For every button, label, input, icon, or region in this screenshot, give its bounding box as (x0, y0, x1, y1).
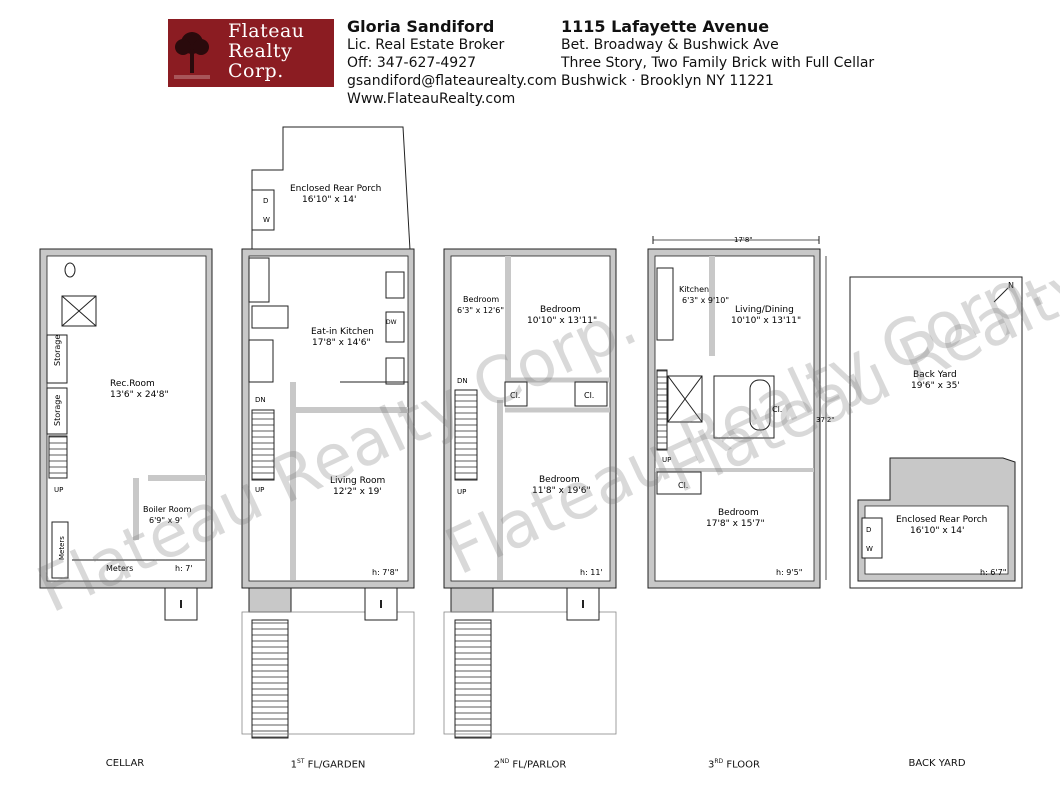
property-info: 1115 Lafayette Avenue Bet. Broadway & Bu… (561, 18, 874, 90)
first-dryer-label: D (263, 197, 268, 205)
second-down-label: DN (457, 377, 468, 385)
third-kitchen-dims: 6'3" x 9'10" (682, 296, 729, 305)
property-area: Bushwick · Brooklyn NY 11221 (561, 73, 774, 89)
cellar-meters-h-label: Meters (106, 564, 133, 573)
broker-contact: Gloria Sandiford Lic. Real Estate Broker… (347, 18, 557, 108)
third-up-label: UP (662, 456, 671, 464)
third-closet-1-label: Cl. (772, 405, 782, 414)
second-bedroom-3-dims: 11'8" x 19'6" (532, 486, 591, 496)
second-floor-label: 2ND FL/PARLOR (493, 758, 567, 771)
broker-website[interactable]: Www.FlateauRealty.com (347, 91, 516, 107)
north-label: N (1008, 281, 1014, 290)
first-washer-label: W (263, 216, 270, 224)
property-address: 1115 Lafayette Avenue (561, 17, 770, 36)
yard-washer-label: W (866, 545, 873, 553)
third-height-label: h: 9'5" (776, 568, 802, 577)
second-bedroom-1-name: Bedroom (463, 295, 499, 304)
broker-phone: Off: 347-627-4927 (347, 55, 477, 71)
cellar-storage-1-label: Storage (53, 335, 62, 366)
third-bedroom-name: Bedroom (718, 508, 759, 518)
tree-logo-icon (174, 32, 210, 79)
cellar-plan: Storage Storage Rec.Room 13'6" x 24'8" B… (39, 248, 213, 621)
third-floor-label: 3RD FLOOR (707, 758, 760, 771)
property-cross-streets: Bet. Broadway & Bushwick Ave (561, 37, 779, 53)
cellar-up-label: UP (54, 486, 63, 494)
property-description: Three Story, Two Family Brick with Full … (561, 55, 875, 71)
broker-title: Lic. Real Estate Broker (347, 37, 505, 53)
third-depth-dimension: 37'2" (816, 416, 835, 424)
broker-email[interactable]: gsandiford@flateaurealty.com (347, 73, 557, 89)
third-kitchen-name: Kitchen (679, 285, 709, 294)
cellar-room-name: Rec.Room (110, 379, 155, 389)
second-closet-1-label: Cl. (510, 391, 520, 400)
second-bedroom-2-name: Bedroom (540, 305, 581, 315)
third-floor-plan: 17'8" 37'2" Kitchen 6'3" x 9'10" Living/… (647, 236, 835, 589)
brand-name: Flateau Realty Corp. (228, 20, 305, 82)
cellar-label: CELLAR (105, 758, 145, 769)
third-closet-2-label: Cl. (678, 481, 688, 490)
first-down-label: DN (255, 396, 266, 404)
third-width-dimension: 17'8" (734, 236, 753, 244)
yard-dryer-label: D (866, 526, 871, 534)
first-height-label: h: 7'8" (372, 568, 398, 577)
third-living-dims: 10'10" x 13'11" (731, 316, 801, 326)
first-porch-name: Enclosed Rear Porch (290, 184, 381, 194)
third-bedroom-dims: 17'8" x 15'7" (706, 519, 765, 529)
first-floor-label: 1ST FL/GARDEN (290, 758, 366, 771)
company-logo: Flateau Realty Corp. (168, 19, 334, 87)
second-bedroom-3-name: Bedroom (539, 475, 580, 485)
first-living-name: Living Room (330, 476, 385, 486)
broker-name: Gloria Sandiford (347, 17, 495, 36)
boiler-room-dims: 6'9" x 9' (149, 516, 182, 525)
back-yard-plan: D W N Back Yard 19'6" x 35' Enclosed Rea… (849, 276, 1023, 589)
first-porch-dims: 16'10" x 14' (302, 195, 357, 205)
yard-porch-name: Enclosed Rear Porch (896, 515, 987, 525)
back-yard-name: Back Yard (913, 370, 957, 380)
first-floor-plan: D W Enclosed Rear Porch 16'10" x 14' Eat… (241, 126, 415, 739)
second-bedroom-2-dims: 10'10" x 13'11" (527, 316, 597, 326)
back-yard-label: BACK YARD (908, 758, 966, 769)
second-floor-plan: Bedroom 6'3" x 12'6" Bedroom 10'10" x 13… (443, 248, 617, 739)
second-height-label: h: 11' (580, 568, 603, 577)
first-dishwasher-label: DW (386, 319, 397, 326)
third-living-name: Living/Dining (735, 305, 794, 315)
first-living-dims: 12'2" x 19' (333, 487, 382, 497)
first-kitchen-dims: 17'8" x 14'6" (312, 338, 371, 348)
first-up-label: UP (255, 486, 264, 494)
cellar-meters-v-label: Meters (58, 536, 66, 560)
second-bedroom-1-dims: 6'3" x 12'6" (457, 306, 504, 315)
back-yard-dims: 19'6" x 35' (911, 381, 960, 391)
cellar-storage-2-label: Storage (53, 395, 62, 426)
cellar-height-label: h: 7' (175, 564, 193, 573)
second-closet-2-label: Cl. (584, 391, 594, 400)
first-kitchen-name: Eat-in Kitchen (311, 327, 374, 337)
cellar-room-dims: 13'6" x 24'8" (110, 390, 169, 400)
yard-height-label: h: 6'7" (980, 568, 1006, 577)
boiler-room-name: Boiler Room (143, 505, 192, 514)
yard-porch-dims: 16'10" x 14' (910, 526, 965, 536)
second-up-label: UP (457, 488, 466, 496)
